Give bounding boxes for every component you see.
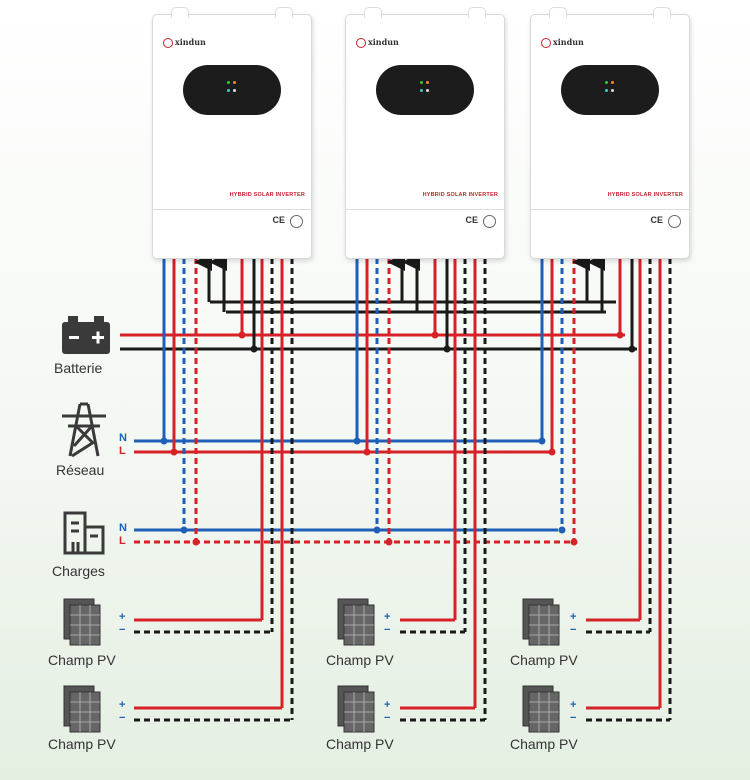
pv-plus-label: + bbox=[119, 611, 126, 623]
brand-logo: xindun bbox=[541, 37, 584, 48]
grid-neutral-label: N bbox=[119, 432, 127, 444]
building-icon bbox=[63, 511, 105, 555]
junction-dot bbox=[628, 345, 636, 353]
brand-logo: xindun bbox=[356, 37, 399, 48]
junction-dot bbox=[353, 437, 361, 445]
pv-label: Champ PV bbox=[48, 652, 116, 668]
junction-dot bbox=[548, 448, 556, 456]
loads-neutral-label: N bbox=[119, 522, 127, 534]
display-panel bbox=[376, 65, 474, 115]
pv-plus-label: + bbox=[570, 611, 577, 623]
junction-dot bbox=[570, 538, 578, 546]
solar-panel-icon bbox=[522, 598, 560, 646]
pv-minus-label: − bbox=[570, 624, 577, 636]
certification-icon bbox=[290, 215, 303, 228]
model-label: HYBRID SOLAR INVERTER bbox=[607, 192, 683, 198]
grid-line-label: L bbox=[119, 445, 126, 457]
solar-panel-icon bbox=[63, 598, 101, 646]
pv-minus-label: − bbox=[119, 712, 126, 724]
transmission-tower-icon bbox=[62, 402, 106, 458]
pv-minus-label: − bbox=[570, 712, 577, 724]
ce-mark: CE bbox=[465, 215, 478, 225]
grid-label: Réseau bbox=[56, 462, 105, 478]
inverter-3: xindun HYBRID SOLAR INVERTER CE bbox=[530, 7, 690, 259]
junction-dot bbox=[192, 538, 200, 546]
solar-panel-icon bbox=[337, 685, 375, 733]
ce-mark: CE bbox=[650, 215, 663, 225]
pv-plus-label: + bbox=[384, 699, 391, 711]
pv-plus-label: + bbox=[119, 699, 126, 711]
display-panel bbox=[183, 65, 281, 115]
pv-label: Champ PV bbox=[326, 736, 394, 752]
inverter-1: xindun HYBRID SOLAR INVERTER CE bbox=[152, 7, 312, 259]
pv-label: Champ PV bbox=[326, 652, 394, 668]
model-label: HYBRID SOLAR INVERTER bbox=[229, 192, 305, 198]
loads-label: Charges bbox=[52, 563, 105, 579]
junction-dot bbox=[385, 538, 393, 546]
junction-dot bbox=[160, 437, 168, 445]
pv-plus-label: + bbox=[570, 699, 577, 711]
pv-minus-label: − bbox=[384, 712, 391, 724]
battery-icon bbox=[62, 316, 110, 354]
junction-dot bbox=[538, 437, 546, 445]
junction-dot bbox=[180, 526, 188, 534]
junction-dot bbox=[373, 526, 381, 534]
ce-mark: CE bbox=[272, 215, 285, 225]
junction-dot bbox=[170, 448, 178, 456]
junction-dot bbox=[238, 331, 246, 339]
pv-minus-label: − bbox=[384, 624, 391, 636]
pv-label: Champ PV bbox=[510, 652, 578, 668]
junction-dot bbox=[558, 526, 566, 534]
junction-dot bbox=[363, 448, 371, 456]
loads-line-label: L bbox=[119, 535, 126, 547]
junction-dot bbox=[431, 331, 439, 339]
wire-group bbox=[120, 253, 672, 722]
pv-plus-label: + bbox=[384, 611, 391, 623]
battery-label: Batterie bbox=[54, 360, 103, 376]
certification-icon bbox=[483, 215, 496, 228]
solar-panel-icon bbox=[337, 598, 375, 646]
display-panel bbox=[561, 65, 659, 115]
junction-dot bbox=[443, 345, 451, 353]
solar-panel-icon bbox=[63, 685, 101, 733]
certification-icon bbox=[668, 215, 681, 228]
pv-label: Champ PV bbox=[48, 736, 116, 752]
junction-dot bbox=[616, 331, 624, 339]
solar-panel-icon bbox=[522, 685, 560, 733]
model-label: HYBRID SOLAR INVERTER bbox=[422, 192, 498, 198]
pv-label: Champ PV bbox=[510, 736, 578, 752]
brand-logo: xindun bbox=[163, 37, 206, 48]
pv-minus-label: − bbox=[119, 624, 126, 636]
junction-dot bbox=[250, 345, 258, 353]
inverter-2: xindun HYBRID SOLAR INVERTER CE bbox=[345, 7, 505, 259]
